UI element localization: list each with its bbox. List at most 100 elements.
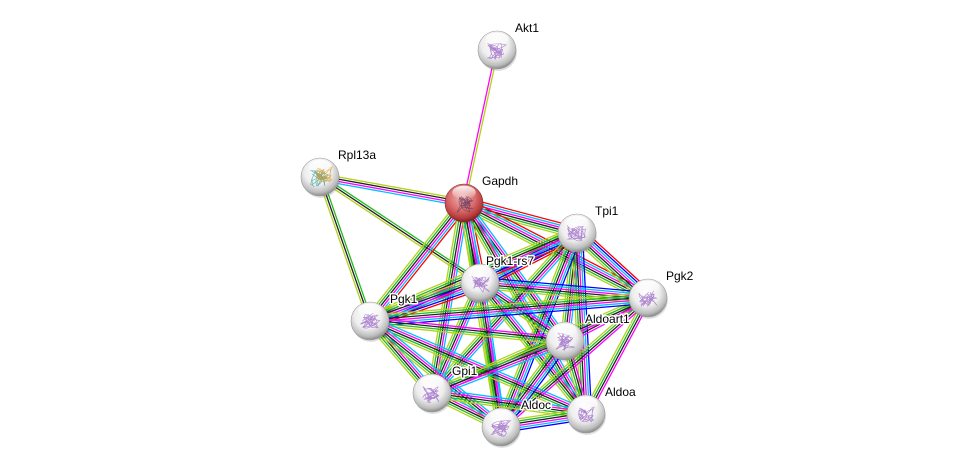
protein-structure-icon — [490, 420, 512, 437]
edge-aldoart1-gpi1[interactable] — [430, 336, 567, 398]
edge-line-homology — [497, 231, 575, 427]
edge-line-experiments — [370, 318, 503, 426]
node-highlight — [308, 159, 332, 174]
edge-line-homology — [368, 278, 479, 318]
protein-structure-icon — [638, 290, 658, 307]
edge-line-experiments — [370, 318, 588, 413]
edge-line-textmining — [430, 336, 564, 390]
edge-line-textmining — [365, 199, 461, 318]
node-label-gapdh: Gapdh — [482, 174, 518, 188]
edge-line-coexpression — [370, 319, 566, 341]
node-pgk2[interactable]: Pgk2 — [628, 268, 695, 319]
edge-line-coexpression — [369, 320, 502, 428]
protein-structure-icon — [567, 225, 587, 242]
node-pgk1-rs7[interactable]: Pgk1-rs7 — [460, 253, 536, 304]
edge-pgk2-aldoa[interactable] — [582, 296, 652, 416]
edge-line-homology — [584, 297, 648, 414]
node-highlight — [468, 265, 492, 280]
edge-line-experiments — [370, 298, 649, 323]
edge-rpl13a-gapdh[interactable] — [319, 173, 465, 207]
edge-pgk1-aldoart1[interactable] — [369, 317, 566, 345]
edge-line-coexpression — [479, 282, 502, 428]
node-highlight — [489, 409, 513, 424]
edge-line-homology — [369, 321, 565, 343]
edge-line-cooccurrence — [579, 232, 590, 414]
node-highlight — [565, 215, 589, 230]
node-label-gpi1: Gpi1 — [452, 364, 478, 378]
edge-line-textmining — [369, 323, 565, 345]
node-rpl13a[interactable]: Rpl13a — [300, 147, 378, 198]
edge-line-experiments — [370, 317, 566, 339]
edge-line-experiments — [432, 342, 567, 396]
edge-line-coexpression — [320, 175, 465, 203]
node-gpi1[interactable]: Gpi1 — [412, 363, 479, 414]
edge-line-textmining — [495, 230, 573, 426]
node-gapdh[interactable]: Gapdh — [444, 173, 520, 224]
edge-line-coexpression — [431, 202, 465, 394]
node-highlight — [452, 185, 476, 200]
edge-line-homology — [321, 176, 373, 321]
protein-structure-icon — [422, 385, 440, 404]
protein-structure-icon — [309, 168, 330, 188]
edge-line-homology — [320, 174, 482, 282]
node-label-rpl13a: Rpl13a — [338, 148, 376, 162]
edge-line-homology — [368, 322, 586, 417]
edge-akt1-gapdh[interactable] — [462, 49, 499, 204]
edge-line-textmining — [318, 178, 480, 286]
edges-layer — [317, 49, 653, 434]
protein-structure-icon — [471, 275, 490, 293]
edge-line-cooccurrence — [319, 179, 464, 207]
node-aldoc[interactable]: Aldoc — [481, 397, 553, 448]
node-pgk1[interactable]: Pgk1 — [350, 291, 419, 342]
node-akt1[interactable]: Akt1 — [477, 20, 541, 71]
edge-pgk1-rs7-pgk2[interactable] — [479, 276, 649, 305]
node-highlight — [420, 375, 444, 390]
edge-line-cooccurrence — [434, 235, 581, 397]
node-highlight — [358, 303, 382, 318]
edge-line-textmining — [367, 276, 479, 316]
node-label-pgk1-rs7: Pgk1-rs7 — [486, 254, 534, 268]
edge-line-homology — [369, 294, 648, 319]
edge-line-coexpression — [369, 280, 480, 320]
edge-line-neighborhood — [465, 197, 579, 229]
edge-line-coexpression — [499, 232, 577, 427]
edge-line-coexpression — [319, 176, 371, 322]
node-label-pgk2: Pgk2 — [666, 269, 694, 283]
edge-line-experiments — [433, 283, 483, 395]
node-aldoart1[interactable]: Aldoart1 — [545, 311, 632, 362]
edge-line-experiments — [588, 299, 652, 416]
edge-line-cooccurrence — [372, 317, 505, 425]
edge-line-textmining — [427, 280, 477, 392]
edge-line-textmining — [320, 173, 465, 201]
edge-line-experiments — [462, 49, 497, 203]
node-label-aldoc: Aldoc — [521, 398, 551, 412]
edge-line-coexpression — [586, 298, 650, 415]
edge-line-homology — [462, 205, 647, 302]
node-tpi1[interactable]: Tpi1 — [557, 203, 620, 254]
edge-line-textmining — [464, 50, 499, 204]
node-label-akt1: Akt1 — [515, 21, 539, 35]
edge-rpl13a-pgk1[interactable] — [317, 176, 373, 322]
node-aldoa[interactable]: Aldoa — [566, 384, 638, 435]
edge-line-cooccurrence — [371, 316, 588, 411]
edge-line-cooccurrence — [435, 203, 469, 394]
node-highlight — [553, 323, 577, 338]
edge-line-textmining — [369, 291, 648, 317]
node-highlight — [485, 32, 509, 47]
edge-line-cooccurrence — [480, 279, 649, 296]
edge-pgk1-rs7-gpi1[interactable] — [427, 280, 485, 396]
node-label-aldoart1: Aldoart1 — [585, 312, 630, 326]
edge-line-textmining — [582, 296, 646, 413]
node-label-pgk1: Pgk1 — [390, 292, 418, 306]
edge-line-coexpression — [369, 320, 587, 415]
edge-line-experiments — [370, 203, 466, 323]
edge-line-homology — [366, 200, 462, 320]
protein-structure-icon — [360, 312, 381, 329]
edge-line-cooccurrence — [370, 300, 649, 325]
edge-line-coexpression — [431, 340, 566, 394]
edge-line-coexpression — [368, 201, 464, 321]
edge-line-experiments — [369, 282, 481, 322]
edge-line-coexpression — [431, 392, 587, 415]
edge-line-cooccurrence — [467, 200, 570, 339]
